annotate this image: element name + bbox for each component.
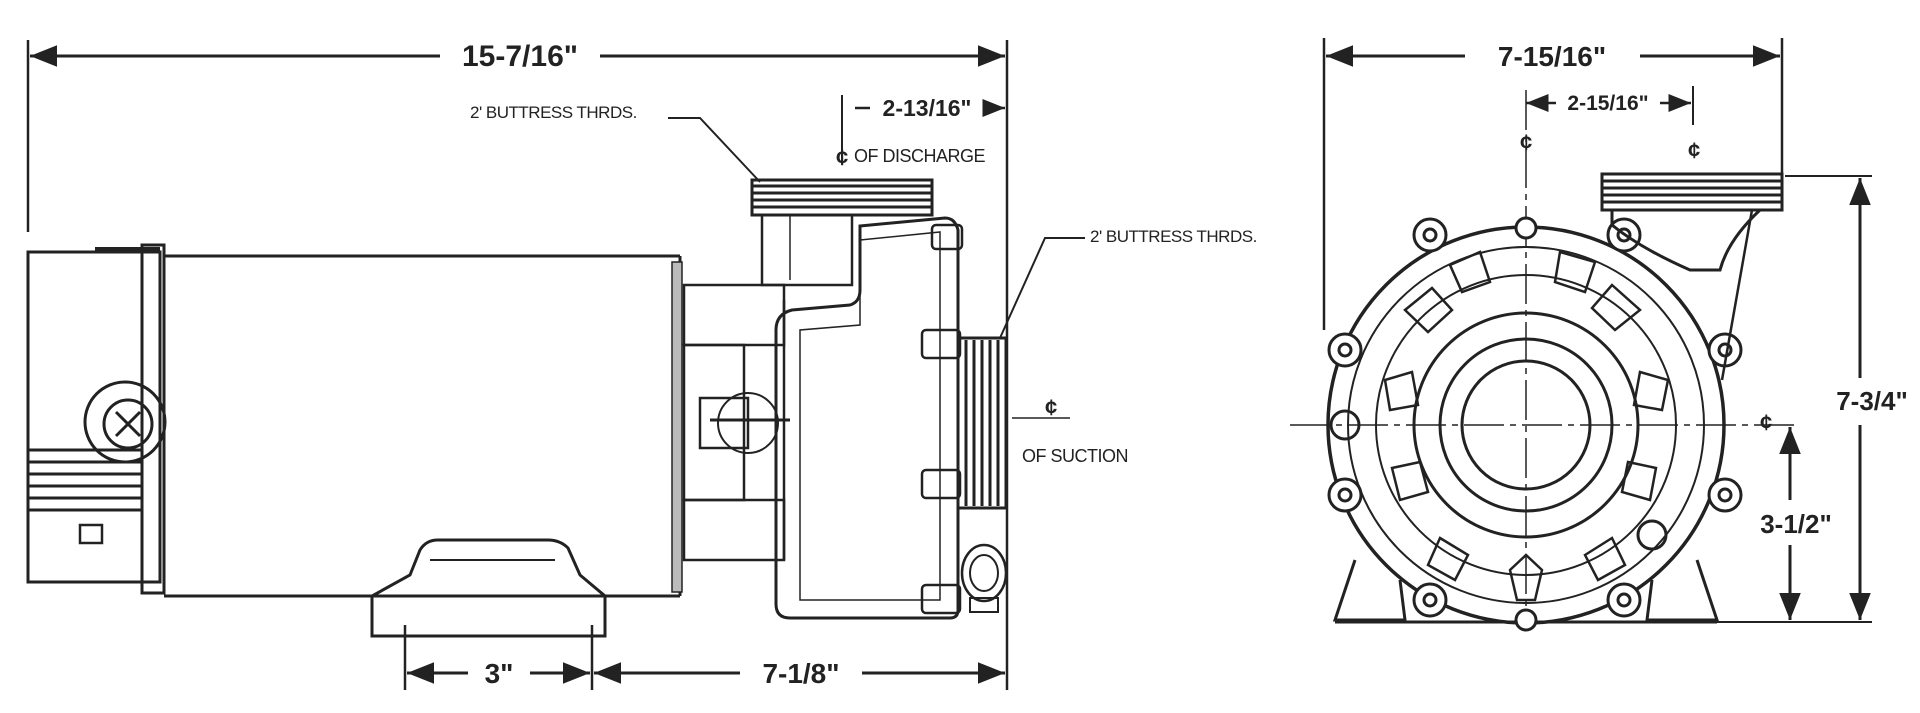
overall-length-label: 15-7/16" (462, 40, 578, 73)
suction-leader (999, 237, 1085, 339)
discharge-centerline-symbol: ¢ (836, 145, 848, 170)
cable-connector-icon (83, 380, 167, 464)
side-view: 15-7/16" 2-13/16" ¢ OF DISCHARGE 2' BUTT… (26, 40, 1257, 690)
volute-ribs (1383, 250, 1670, 582)
discharge-offset-label: 2-13/16" (883, 95, 972, 121)
pump-housing (774, 216, 964, 620)
motor-adapter (682, 283, 790, 562)
discharge-thread-note: 2' BUTTRESS THRDS. (470, 103, 637, 122)
suction-port (956, 336, 1008, 510)
suction-centerline-label: OF SUCTION (1022, 446, 1128, 466)
foot-width-label: 3" (485, 658, 514, 689)
suction-centerline-symbol: ¢ (1045, 395, 1057, 420)
motor-end-cap (26, 243, 166, 595)
boss-left (1329, 409, 1361, 441)
horizontal-centerline-symbol: ¢ (1760, 410, 1772, 435)
overall-height-label: 7-3/4" (1836, 386, 1908, 416)
discharge-leader (668, 117, 761, 183)
drain-boss (1508, 553, 1544, 602)
shaft-height-label: 3-1/2" (1760, 509, 1832, 539)
foot-to-suction-label: 7-1/8" (762, 658, 839, 689)
front-view: 7-15/16" 2-15/16" ¢ ¢ ¢ (1290, 38, 1908, 632)
front-discharge-port (1600, 172, 1784, 381)
discharge-centerline-label: OF DISCHARGE (854, 146, 986, 166)
discharge-port (750, 178, 934, 287)
bolt-lugs (1327, 216, 1743, 632)
drain-plug-icon (960, 543, 1008, 613)
mounting-foot (370, 538, 607, 638)
suction-thread-note: 2' BUTTRESS THRDS. (1090, 227, 1257, 246)
boss-right (1636, 519, 1668, 551)
front-discharge-offset-label: 2-15/16" (1567, 92, 1648, 115)
vertical-centerline-symbol: ¢ (1520, 130, 1532, 155)
front-discharge-centerline-symbol: ¢ (1688, 138, 1700, 163)
front-width-label: 7-15/16" (1498, 41, 1606, 72)
